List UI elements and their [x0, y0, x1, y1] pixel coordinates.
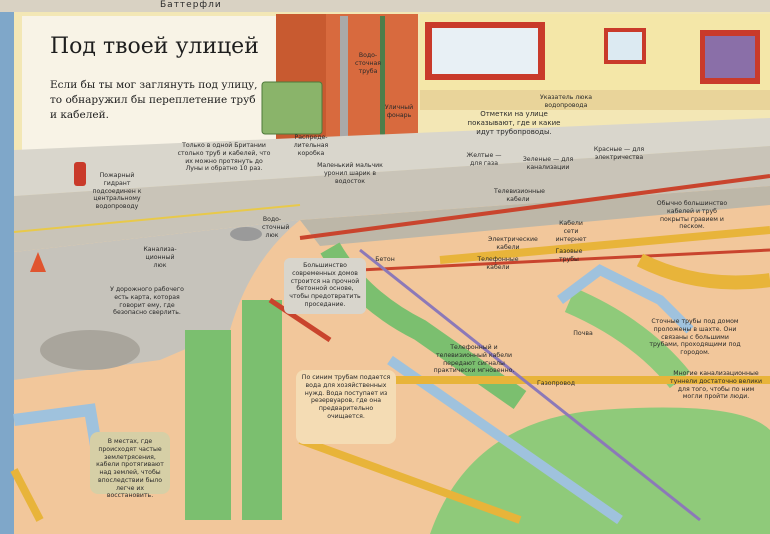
label-sewer-tunnels: Многие канализационные туннели достаточн…: [670, 370, 762, 401]
label-phone-tv: Телефонный и телевизионный кабели переда…: [433, 344, 515, 375]
label-phone-cables: Телефонные кабели: [477, 256, 519, 271]
purple-cable: [359, 248, 701, 522]
label-earthquake: В местах, где происходят частые землетря…: [96, 438, 164, 500]
label-fiber-cable: Кабели сети интернет: [555, 220, 587, 243]
label-box-earthquake: [90, 432, 170, 494]
street-lamp-pole: [380, 16, 385, 152]
label-house-pipes: Сточные трубы под домом проложены в шахт…: [649, 318, 741, 356]
label-gas-main: Газопровод: [536, 380, 576, 387]
label-valve-sign: Указатель люка водопровода: [539, 94, 593, 109]
label-street-lamp: Уличный фонарь: [384, 104, 414, 119]
label-cables-right: Обычно большинство кабелей и труб покрыт…: [656, 200, 728, 231]
label-box-modern: [284, 258, 366, 314]
top-tab-text: Баттерфли: [160, 0, 222, 10]
label-red-electric: Красные — для электричества: [593, 146, 645, 161]
label-sewer-hatch: Канализа-ционный люк: [143, 246, 177, 269]
window-right-glass: [705, 36, 755, 78]
concrete-layer: [300, 186, 770, 246]
title-panel: [22, 16, 276, 154]
label-green-sewer: Зеленые — для канализации: [522, 156, 574, 171]
yellow-pipe-left: [10, 468, 44, 522]
blue-pipe-right: [557, 264, 694, 334]
window-middle-glass: [608, 32, 642, 60]
intro-text: Если бы ты мог заглянуть под улицу, то о…: [50, 79, 258, 122]
sidewalk: [14, 118, 770, 196]
label-pipe: Почва: [573, 330, 593, 337]
green-pipe-right: [564, 288, 691, 389]
label-blue-pipes: По синим трубам подается вода для хозяйс…: [301, 374, 391, 420]
house-base: [420, 90, 770, 110]
label-electric-cables: Электрические кабели: [488, 236, 538, 251]
green-pipe-vertical-2: [242, 300, 282, 520]
sewer-tunnel: [430, 407, 770, 534]
label-fire-hydrant: Пожарный гидрант подсоединен к центральн…: [92, 172, 142, 210]
label-box-blue: [296, 370, 396, 444]
rubble-pit: [40, 330, 140, 370]
label-distribution-box: Распреде-лительная коробка: [293, 134, 329, 157]
label-road-workers: У дорожного рабочего есть карта, которая…: [110, 286, 184, 317]
yellow-pipe-top: [439, 226, 770, 264]
label-markings: Отметки на улице показывают, где и какие…: [467, 110, 561, 136]
label-drain-pipe: Водо-сточная труба: [354, 52, 381, 75]
label-manhole: Водо-сточный люк: [262, 216, 290, 239]
window-left-glass: [432, 28, 538, 74]
manhole-cover: [230, 227, 262, 241]
label-tv-cables: Телевизионные кабели: [494, 188, 545, 203]
page-title: Под твоей улицей: [50, 34, 259, 59]
blue-pipe-diagonal: [387, 355, 623, 525]
label-britain-fact: Только в одной Британии столько труб и к…: [177, 142, 271, 173]
distribution-box: [261, 81, 323, 135]
green-pipe-vertical-1: [185, 330, 231, 520]
label-yellow-gas: Желтые — для газа: [466, 152, 502, 167]
red-cable-left: [268, 297, 332, 343]
road-surface: [14, 146, 770, 252]
red-cable-middle: [359, 248, 770, 272]
label-modern-sewers: Большинство современных домов строится н…: [289, 262, 361, 308]
label-gas-pipes: Газовые трубы: [555, 248, 583, 263]
road-line: [13, 204, 301, 233]
traffic-cone: [30, 252, 46, 272]
book-spine-edge: [0, 12, 14, 534]
yellow-pipe-right: [636, 253, 770, 290]
red-cable-top: [299, 174, 770, 240]
fire-hydrant: [74, 162, 86, 186]
yellow-pipe-bottom: [298, 436, 522, 524]
drain-pipe: [340, 16, 348, 142]
label-boy: Маленький мальчик уронил шарик в водосто…: [317, 162, 383, 185]
label-concrete: Бетон: [375, 256, 395, 263]
